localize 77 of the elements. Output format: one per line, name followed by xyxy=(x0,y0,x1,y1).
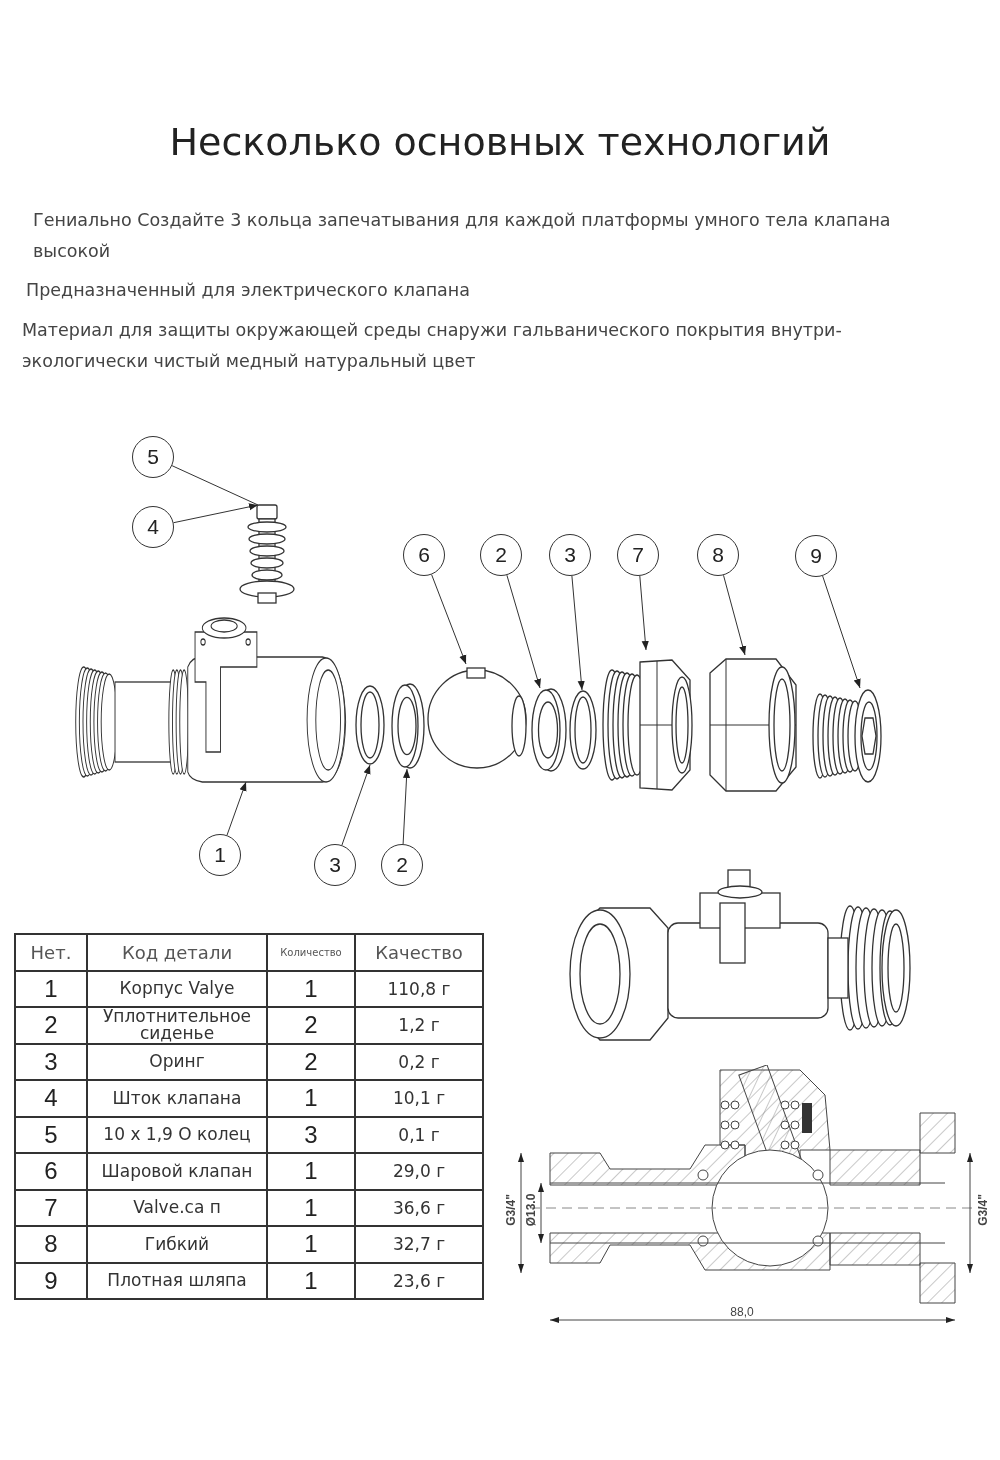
description-text: Материал для защиты окружающей среды снаружи гальванического покрытия внутри-экологически чистый медный натуральный цвет xyxy=(22,319,843,373)
callout-number: 3 xyxy=(549,534,591,576)
table-cell: Гибкий xyxy=(87,1226,267,1263)
table-cell: 6 xyxy=(15,1153,87,1190)
dimension-label: Ø13.0 xyxy=(524,1193,538,1227)
seat-ring-drawing xyxy=(529,688,567,772)
leader-line xyxy=(723,574,747,656)
callout-number: 1 xyxy=(199,834,241,876)
leader-line xyxy=(822,575,861,689)
table-cell: 2 xyxy=(267,1007,355,1044)
leader-line xyxy=(171,465,259,506)
table-cell: 3 xyxy=(15,1043,87,1080)
table-cell: 23,6 г xyxy=(355,1262,483,1299)
leader-line xyxy=(402,768,411,845)
leader-line xyxy=(571,575,585,691)
table-cell: 110,8 г xyxy=(355,970,483,1007)
table-cell: Valve.ca п xyxy=(87,1189,267,1226)
valve-stem-drawing xyxy=(238,505,296,603)
table-cell: 1 xyxy=(267,1080,355,1117)
table-cell: 8 xyxy=(15,1226,87,1263)
table-header-cell: Код детали xyxy=(87,934,267,971)
table-cell: 1 xyxy=(267,1262,355,1299)
seat-ring-drawing xyxy=(389,683,425,769)
dimension-label: 88,0 xyxy=(730,1305,754,1319)
callout-number: 7 xyxy=(617,534,659,576)
dimension-label: G3/4" xyxy=(504,1194,518,1226)
callout-number: 8 xyxy=(697,534,739,576)
table-cell: 10,1 г xyxy=(355,1080,483,1117)
callout-number: 2 xyxy=(381,844,423,886)
leader-line xyxy=(639,575,649,651)
callout-number: 5 xyxy=(132,436,174,478)
callout-number: 2 xyxy=(480,534,522,576)
table-header-cell: Качество xyxy=(355,934,483,971)
table-cell: 1 xyxy=(267,970,355,1007)
callout-number: 9 xyxy=(795,535,837,577)
table-header-cell: Количество xyxy=(267,934,355,971)
table-cell: Оринг xyxy=(87,1043,267,1080)
description-text: Гениально Создайте 3 кольца запечатывания для каждой платформы умного тела клапана высокой xyxy=(33,209,892,263)
table-cell: 0,2 г xyxy=(355,1043,483,1080)
leader-line xyxy=(173,503,259,524)
table-cell: 32,7 г xyxy=(355,1226,483,1263)
table-cell: 1,2 г xyxy=(355,1007,483,1044)
table-cell: 0,1 г xyxy=(355,1116,483,1153)
table-cell: 1 xyxy=(267,1189,355,1226)
leader-line xyxy=(226,781,247,836)
leader-line xyxy=(431,574,467,665)
leader-line xyxy=(506,574,541,689)
leader-line xyxy=(341,764,371,846)
table-cell: 7 xyxy=(15,1189,87,1226)
table-cell: 29,0 г xyxy=(355,1153,483,1190)
table-header-cell: Нет. xyxy=(15,934,87,971)
callout-number: 6 xyxy=(403,534,445,576)
union-nut-drawing xyxy=(706,655,798,795)
table-cell: Шаровой клапан xyxy=(87,1153,267,1190)
callout-number: 3 xyxy=(314,844,356,886)
table-cell: 1 xyxy=(267,1153,355,1190)
table-cell: 5 xyxy=(15,1116,87,1153)
table-cell: Плотная шляпа xyxy=(87,1262,267,1299)
table-cell: Уплотнительное сиденье xyxy=(87,1007,267,1044)
threaded-cap-drawing xyxy=(812,688,882,783)
table-cell: 10 x 1,9 O колец xyxy=(87,1116,267,1153)
callout-number: 4 xyxy=(132,506,174,548)
table-cell: 1 xyxy=(267,1226,355,1263)
description-text: Предназначенный для электрического клапана xyxy=(26,279,471,302)
table-cell: 1 xyxy=(15,970,87,1007)
table-cell: 9 xyxy=(15,1262,87,1299)
dimension-label: G3/4" xyxy=(976,1194,990,1226)
table-cell: 3 xyxy=(267,1116,355,1153)
table-cell: Корпус Valye xyxy=(87,970,267,1007)
table-cell: 36,6 г xyxy=(355,1189,483,1226)
o-ring-drawing xyxy=(355,685,385,765)
table-cell: Шток клапана xyxy=(87,1080,267,1117)
table-cell: 2 xyxy=(15,1007,87,1044)
table-cell: 2 xyxy=(267,1043,355,1080)
title: Несколько основных технологий xyxy=(168,120,832,164)
o-ring-drawing xyxy=(569,690,597,770)
table-cell: 4 xyxy=(15,1080,87,1117)
